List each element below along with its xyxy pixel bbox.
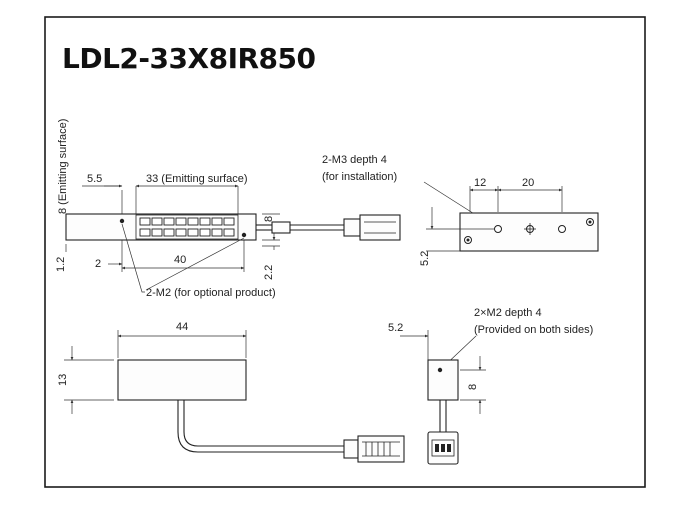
end-view: 5.2 2×M2 depth 4 (Provided on both sides… (388, 307, 593, 465)
drawing-frame (44, 16, 646, 488)
end-connector (427, 431, 459, 465)
light-body-end (427, 359, 459, 401)
top-view: 44 13 (57, 321, 405, 463)
optional-holes-label: 2-M2 (for optional product) (146, 287, 276, 299)
top-height-label: 13 (57, 374, 69, 386)
mount-holes-label: 2-M3 depth 4 (322, 154, 387, 166)
pitch-2-label: 20 (522, 177, 534, 189)
front-connector (343, 214, 401, 241)
left-hole-label: 2 (95, 258, 101, 270)
mount-holes-note: (for installation) (322, 171, 397, 183)
end-holes-label: 2×M2 depth 4 (474, 307, 542, 319)
pitch-1-label: 12 (474, 177, 486, 189)
side-view: 2-M3 depth 4 (for installation) 12 20 5.… (322, 154, 599, 266)
emitting-width-label: 33 (Emitting surface) (146, 173, 247, 185)
emitting-height-label: 8 (Emitting surface) (57, 119, 69, 214)
end-hole (437, 367, 443, 373)
end-holes-note: (Provided on both sides) (474, 324, 593, 336)
side-height-label: 5.2 (419, 251, 431, 266)
top-width-label: 44 (176, 321, 188, 333)
front-view: 8 (Emitting surface) 5.5 33 (Emitting su… (55, 119, 401, 299)
model-title: LDL2-33X8IR850 (62, 42, 316, 75)
bottom-offset-label: 1.2 (55, 257, 67, 272)
front-height-label: 8 (263, 216, 275, 222)
light-body-top (117, 359, 247, 401)
end-height-label: 8 (467, 384, 479, 390)
right-offset-label: 2.2 (263, 265, 275, 280)
mount-hole-1 (494, 225, 502, 233)
hole-pitch-label: 40 (174, 254, 186, 266)
mount-hole-2 (558, 225, 566, 233)
emitting-surface (135, 214, 239, 240)
end-offset-label: 5.2 (388, 322, 403, 334)
front-cable (256, 221, 344, 234)
left-offset-label: 5.5 (87, 173, 102, 185)
optional-hole-left (119, 218, 125, 224)
led-array (139, 217, 235, 237)
optional-hole-right (241, 232, 247, 238)
top-cable (177, 400, 344, 453)
top-connector (343, 435, 405, 463)
